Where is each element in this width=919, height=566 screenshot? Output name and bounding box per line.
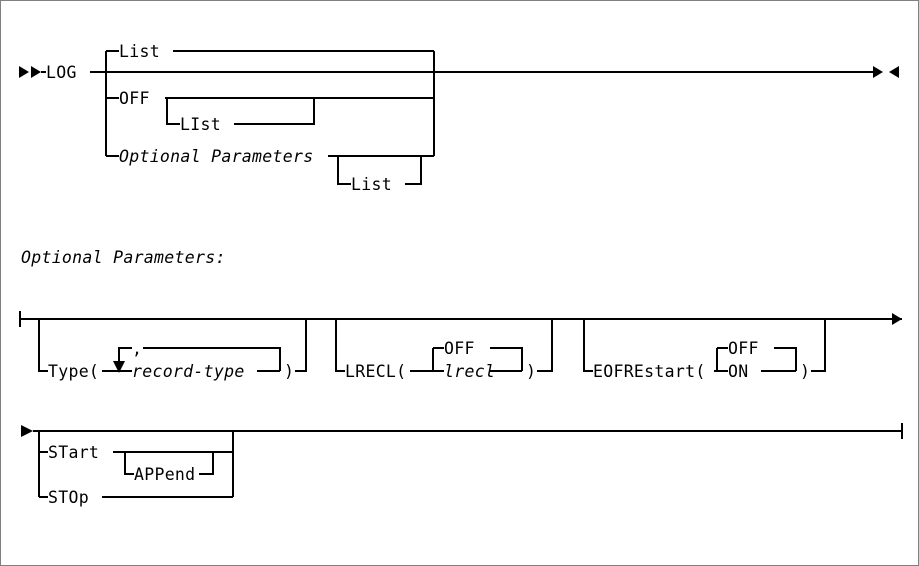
token-paren-close-3: ) [800,362,810,381]
rail-append-enter [124,452,134,475]
token-lrecl-var: lrecl [444,362,495,381]
rail-loop-return-right [143,347,281,371]
rail-list-third-exit [405,156,422,185]
token-record-type: record-type [132,362,245,381]
token-start: STart [48,443,99,462]
start-marker-icon [19,66,41,78]
start-stop-group: STart APPend STOp [38,431,234,507]
rail-eofrestart-off-exit [774,347,797,371]
token-type-open: Type( [48,362,99,381]
rail-list-li-enter [166,98,180,125]
rail-lrecl-exit [537,319,553,372]
rail-type-enter [38,319,48,372]
log-main-diagram: LOG List OFF LIst Optional Parameters [19,42,899,194]
row2-start-arrow-icon [21,425,33,437]
token-paren-close-1: ) [284,362,294,381]
end-marker-icon [873,66,899,78]
token-append: APPend [134,465,195,484]
token-stop: STOp [48,488,89,507]
lrecl-group: LRECL( OFF lrecl ) [335,319,553,381]
token-log: LOG [46,63,77,82]
optional-parameters-row-2: STart APPend STOp [21,423,903,507]
rail-eofrestart-exit [811,319,826,372]
token-paren-close-2: ) [526,362,536,381]
rail-type-exit [295,319,307,372]
rail-append-exit [199,452,214,475]
rail-loop-return-left [118,347,132,371]
rail-list-li-exit [234,98,315,125]
eofrestart-group: EOFREstart( OFF ON ) [583,319,826,381]
token-eofrestart-off: OFF [728,339,759,358]
token-list-third: List [351,175,392,194]
rail-lrecl-enter [335,319,345,372]
row1-end-arrow-icon [892,313,902,325]
optional-parameters-row-1: Type( record-type , ) LRECL( [19,311,902,381]
token-lrecl-open: LRECL( [345,362,406,381]
rail-list-third-enter [337,156,351,185]
token-lrecl-off: OFF [444,339,475,358]
token-list-top: List [119,42,160,61]
token-optional-parameters: Optional Parameters [119,147,313,166]
token-list-li: LIst [180,115,221,134]
token-eofrestart-open: EOFREstart( [593,362,706,381]
token-comma: , [132,339,142,358]
rail-lrecl-off-exit [490,347,523,371]
section-heading-optional-parameters: Optional Parameters: [21,248,226,267]
type-group: Type( record-type , ) [38,319,307,381]
token-off: OFF [119,89,150,108]
rail-eofrestart-enter [583,319,593,372]
token-eofrestart-on: ON [728,362,748,381]
